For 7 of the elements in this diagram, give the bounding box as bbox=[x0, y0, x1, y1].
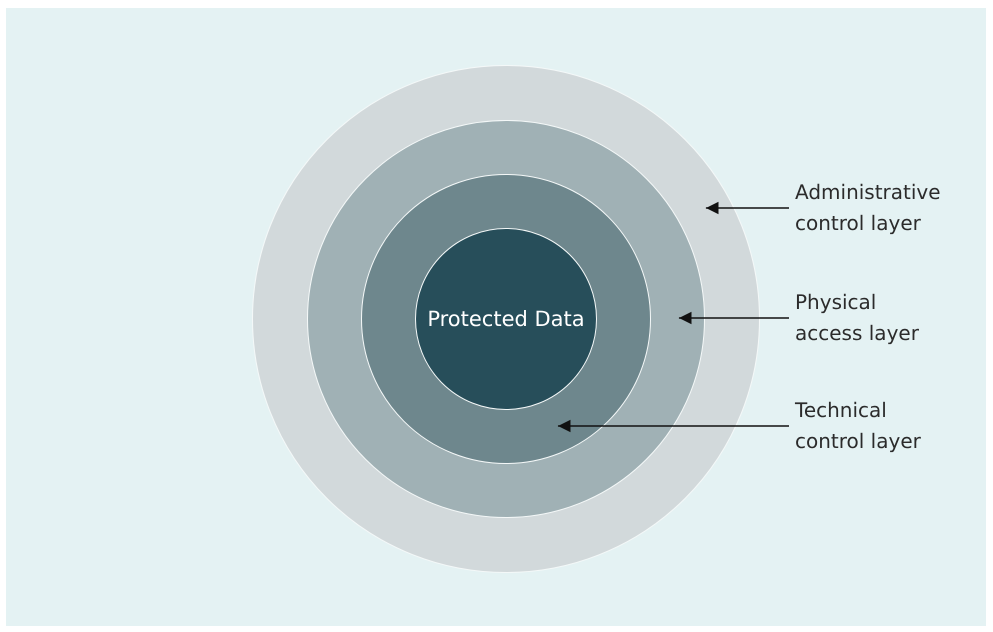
core-circle: Protected Data bbox=[415, 228, 597, 410]
layer-label: Physical access layer bbox=[795, 287, 947, 349]
leader-arrow bbox=[706, 202, 789, 214]
leader-arrow bbox=[558, 420, 789, 432]
leader-arrow bbox=[678, 312, 789, 324]
layer-label: Administrative control layer bbox=[795, 177, 947, 239]
layer-label: Technical control layer bbox=[795, 395, 947, 457]
